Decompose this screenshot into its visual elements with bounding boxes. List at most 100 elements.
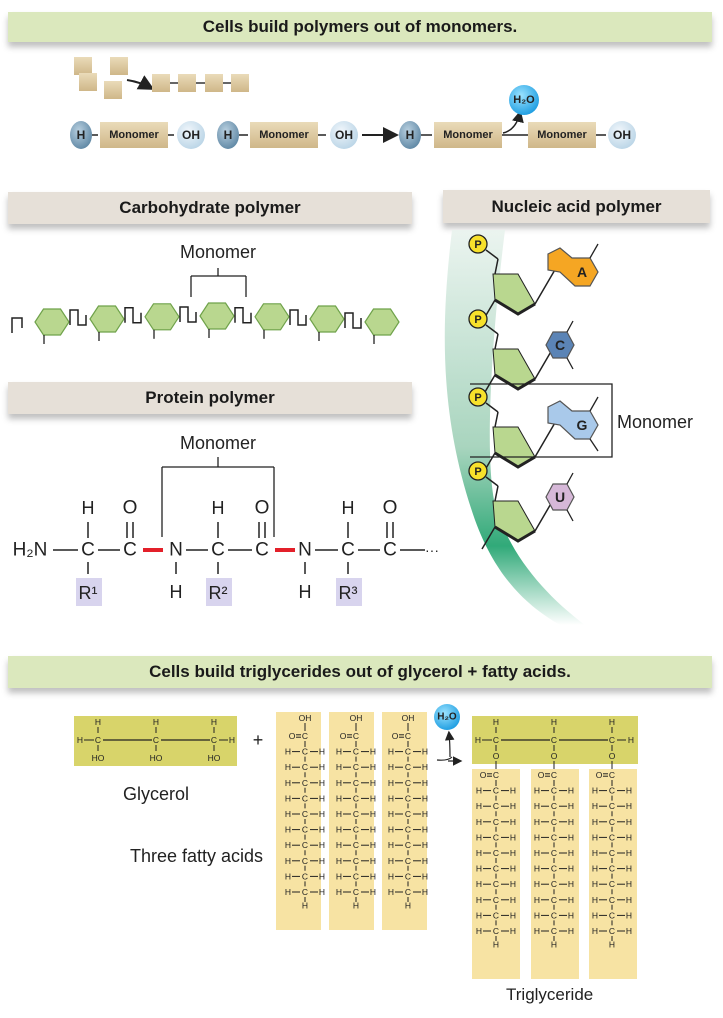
monomer-box-label: Monomer (259, 129, 309, 141)
chain-h: H (510, 801, 516, 811)
glycerol-h: H (211, 717, 217, 727)
base-label: U (555, 489, 565, 505)
chain-h: H (626, 879, 632, 889)
chain-h: H (626, 817, 632, 827)
hydrogen-label: H (224, 128, 233, 142)
chain-h: H (476, 817, 482, 827)
carbonyl-o: O (596, 770, 603, 780)
phosphate-circle (468, 309, 488, 329)
chain-h: H (388, 809, 394, 819)
chain-h: H (285, 747, 291, 757)
monomer-box (434, 122, 502, 148)
glycerol-oh: HO (150, 753, 163, 763)
chain-h: H (336, 840, 342, 850)
ester-o: O (551, 751, 558, 761)
chain-c: C (551, 895, 557, 905)
chain-h: H (476, 910, 482, 920)
glycerol-label: Glycerol (123, 784, 190, 804)
base-label: C (555, 337, 565, 353)
chain-h: H (568, 879, 574, 889)
sugar-hexagon (254, 303, 290, 331)
chain-h: H (534, 879, 540, 889)
chain-h: H (319, 887, 325, 897)
chain-c: C (405, 871, 411, 881)
chain-h: H (534, 786, 540, 796)
water-up-arrow-icon (444, 730, 455, 758)
chain-c: C (405, 840, 411, 850)
carbonyl-o: O (538, 770, 545, 780)
chain-h: H (568, 801, 574, 811)
chain-h: H (388, 747, 394, 757)
glycerol-h: H (493, 717, 499, 727)
chain-h: H (370, 856, 376, 866)
amide-hydrogen: H (299, 582, 312, 602)
glycerol-oh: HO (208, 753, 221, 763)
chain-c: C (609, 832, 615, 842)
carbonyl-carbon: C (123, 540, 137, 561)
chain-h: H (568, 895, 574, 905)
chain-h: H (510, 817, 516, 827)
chain-h: H (476, 801, 482, 811)
chain-h: H (510, 895, 516, 905)
chain-h: H (370, 840, 376, 850)
triglyceride-glycerol-box (472, 716, 638, 764)
chain-h: H (336, 871, 342, 881)
r-group-box (76, 578, 102, 606)
hydroxyl-ball (177, 121, 205, 149)
chain-h: H (626, 864, 632, 874)
reaction-arrow-icon (436, 757, 460, 761)
monomer-box-label: Monomer (443, 129, 493, 141)
bond-line (589, 396, 599, 412)
monomer-box (100, 122, 168, 148)
chain-c: C (609, 817, 615, 827)
monomer-box-label: Monomer (537, 129, 587, 141)
amide-hydrogen: H (170, 582, 183, 602)
chain-c: C (353, 871, 359, 881)
chain-c: C (405, 856, 411, 866)
hydrogen-ball (399, 121, 421, 149)
chain-c: C (551, 817, 557, 827)
chain-h: H (568, 864, 574, 874)
chain-h: H (388, 825, 394, 835)
chain-c: C (609, 910, 615, 920)
triglycerides-banner: Cells build triglycerides out of glycero… (8, 656, 712, 688)
chain-c: C (302, 871, 308, 881)
chain-h: H (592, 832, 598, 842)
hydroxyl: OH (402, 713, 415, 723)
nitrogen-atom: N (298, 540, 312, 561)
glycerol-h: H (77, 735, 83, 745)
nucleic-monomer-label: Monomer (617, 412, 693, 432)
chain-c: C (551, 879, 557, 889)
chain-h: H (476, 832, 482, 842)
alpha-carbon: C (341, 540, 355, 561)
alpha-hydrogen: H (82, 498, 95, 518)
triglyceride-label: Triglyceride (506, 985, 594, 1004)
bond-line (589, 243, 599, 259)
monomer-box-label: Monomer (109, 129, 159, 141)
chain-c: C (551, 864, 557, 874)
chain-h: H (319, 793, 325, 803)
chain-c: C (302, 856, 308, 866)
chain-c: C (551, 801, 557, 811)
chain-c: C (609, 879, 615, 889)
glycerol-h: H (551, 717, 557, 727)
carbonyl-o: O (289, 731, 296, 741)
carbonyl-carbon: C (255, 540, 269, 561)
bond-line (534, 420, 557, 458)
purine-base (547, 247, 599, 287)
chain-h: H (510, 864, 516, 874)
chain-h: H (568, 817, 574, 827)
phosphate-circle (468, 387, 488, 407)
chain-h: H (592, 848, 598, 858)
alpha-carbon: C (81, 540, 95, 561)
terminal-h: H (405, 901, 411, 911)
chain-h: H (510, 848, 516, 858)
hydrogen-ball (70, 121, 92, 149)
carbonyl-c: C (302, 731, 308, 741)
chain-h: H (319, 871, 325, 881)
chain-h: H (534, 817, 540, 827)
monomer-square (104, 81, 122, 99)
sugar-edge (494, 525, 536, 543)
polymers-banner-text: Cells build polymers out of monomers. (202, 17, 518, 36)
